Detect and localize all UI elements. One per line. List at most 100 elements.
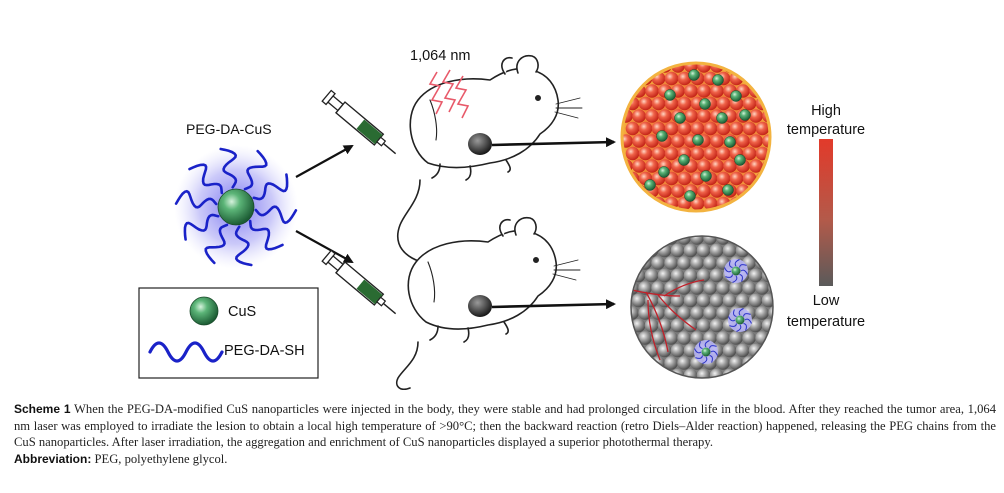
tumor-cell bbox=[683, 368, 698, 378]
heated-tumor-cell bbox=[684, 109, 698, 123]
tumor-cell bbox=[638, 306, 652, 320]
tumor-cell bbox=[703, 306, 717, 320]
laser-label: 1,064 nm bbox=[410, 48, 470, 64]
caption-text: When the PEG-DA-modified CuS nanoparticl… bbox=[14, 402, 996, 449]
heated-tumor-cell bbox=[638, 146, 653, 161]
heated-tumor-cell bbox=[684, 84, 698, 98]
tumor-cell bbox=[683, 268, 698, 283]
heated-tumor-cell bbox=[729, 171, 744, 186]
tumor-cell bbox=[742, 356, 756, 370]
tumor-cell bbox=[677, 256, 691, 270]
heated-tumor-cell bbox=[749, 134, 763, 148]
heated-tumor-cell bbox=[677, 96, 692, 111]
tumor-cell bbox=[735, 343, 750, 358]
tumor-cell bbox=[716, 306, 730, 320]
tumor-cell bbox=[631, 306, 639, 320]
heated-tumor-cell bbox=[697, 63, 711, 73]
aggregated-cus bbox=[644, 179, 656, 191]
heated-tumor-cell bbox=[690, 146, 705, 161]
heated-tumor-cell bbox=[697, 184, 711, 198]
heated-tumor-cell bbox=[729, 121, 744, 136]
tumor-cell bbox=[735, 293, 750, 308]
aggregated-cus bbox=[739, 109, 751, 121]
peg-chain bbox=[183, 213, 220, 241]
heated-tumor-cell bbox=[645, 159, 659, 173]
legend-cus-label: CuS bbox=[228, 304, 256, 320]
tumor-cell bbox=[748, 343, 763, 358]
heated-tumor-cell bbox=[690, 121, 705, 136]
heated-tumor-cell bbox=[716, 171, 731, 186]
heated-tumor-cell bbox=[703, 196, 718, 211]
arrow-to-mouse-top bbox=[295, 145, 354, 178]
tumor-cell bbox=[670, 268, 685, 283]
heated-tumor-cell bbox=[742, 146, 757, 161]
peg-chain bbox=[248, 219, 284, 251]
heated-tumor-cell bbox=[749, 109, 763, 123]
heated-tumor-cell bbox=[697, 84, 711, 98]
peg-chain bbox=[219, 147, 238, 189]
aggregated-cus bbox=[674, 112, 686, 124]
scheme-diagram: PEG-DA-CuS 1,064 nm bbox=[138, 48, 865, 390]
tumor-cell bbox=[683, 243, 698, 258]
peg-chain bbox=[252, 173, 289, 201]
heated-tumor-cell bbox=[625, 121, 640, 136]
tumor-cell bbox=[657, 318, 672, 333]
heated-tumor-cell bbox=[645, 134, 659, 148]
tumor-cell bbox=[696, 368, 711, 378]
heated-tumor-cell bbox=[710, 184, 724, 198]
tumor-cell bbox=[716, 281, 730, 295]
peg-chain bbox=[188, 163, 224, 195]
tumor-bottom bbox=[468, 295, 492, 317]
dispersed-peg-cus bbox=[724, 259, 748, 283]
aggregated-cus bbox=[700, 170, 712, 182]
scale-low-label-line1: Low bbox=[813, 293, 840, 309]
heated-tumor-cell bbox=[664, 121, 679, 136]
syringe-bottom bbox=[321, 249, 397, 315]
aggregated-cus bbox=[684, 190, 696, 202]
heated-tumor-cell bbox=[716, 96, 731, 111]
tumor-cell bbox=[716, 356, 730, 370]
tumor-cell bbox=[657, 343, 672, 358]
heated-tumor-cell bbox=[710, 134, 724, 148]
heated-tumor-cell bbox=[697, 109, 711, 123]
heated-tumor-cell bbox=[645, 84, 659, 98]
tumor-cell bbox=[644, 243, 659, 258]
tumor-cell bbox=[670, 243, 685, 258]
peg-chain bbox=[204, 223, 229, 265]
tumor-cell bbox=[651, 331, 665, 345]
tumor-cell bbox=[677, 306, 691, 320]
tumor-cell bbox=[709, 243, 724, 258]
heated-tumor-cell bbox=[742, 96, 757, 111]
tumor-cell bbox=[677, 331, 691, 345]
heated-tumor-cell bbox=[677, 121, 692, 136]
tumor-cell bbox=[664, 356, 678, 370]
tumor-cell bbox=[670, 343, 685, 358]
aggregated-cus bbox=[664, 89, 676, 101]
tumor-cell bbox=[748, 268, 763, 283]
tumor-cell bbox=[631, 293, 646, 308]
aggregated-cus bbox=[734, 154, 746, 166]
mouse-bottom bbox=[395, 216, 581, 390]
tumor-cell bbox=[696, 268, 711, 283]
peg-chain bbox=[174, 189, 218, 209]
aggregated-cus bbox=[678, 154, 690, 166]
aggregated-cus bbox=[688, 69, 700, 81]
tumor-cell bbox=[651, 281, 665, 295]
heated-tumor-cell bbox=[632, 134, 646, 148]
heated-tumor-cell bbox=[677, 171, 692, 186]
heated-tumor-cell bbox=[716, 146, 731, 161]
tumor-cell bbox=[722, 243, 737, 258]
tumor-cell bbox=[683, 293, 698, 308]
abbreviation-text: PEG, polyethylene glycol. bbox=[94, 451, 228, 466]
tumor-cell bbox=[709, 293, 724, 308]
tumor-cell bbox=[690, 306, 704, 320]
tumor-cell bbox=[729, 356, 743, 370]
scale-high-label-line1: High bbox=[811, 103, 841, 119]
heated-tumor-cell bbox=[664, 71, 679, 86]
syringe-top bbox=[321, 89, 397, 155]
tumor-cell bbox=[742, 331, 756, 345]
heated-tumor-cell bbox=[742, 171, 757, 186]
peg-chains bbox=[174, 147, 298, 267]
heated-tumor-cell bbox=[710, 84, 724, 98]
tumor-cell bbox=[696, 243, 711, 258]
